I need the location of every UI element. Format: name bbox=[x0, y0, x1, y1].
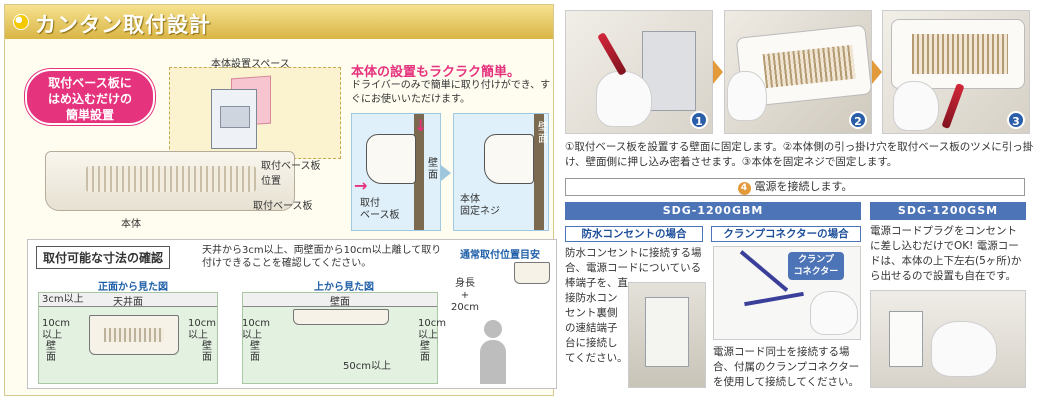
install-space-label: 本体設置スペース bbox=[211, 59, 290, 70]
easy-text: ドライバーのみで簡単に取り付けができ、すぐにお使いいただけます。 bbox=[351, 80, 551, 105]
glove-image bbox=[727, 71, 767, 121]
wall-right-label: 壁面 bbox=[202, 341, 212, 363]
top-view-diagram: 壁面 壁面 壁面 50cm以上 bbox=[242, 292, 438, 384]
front-view-diagram: 天井面 壁面 壁面 bbox=[38, 292, 218, 384]
step-number-badge: 2 bbox=[849, 111, 867, 129]
base-plate-label: 取付ベース板 bbox=[253, 201, 313, 212]
right-arrow-icon: → bbox=[354, 176, 368, 195]
person-icon bbox=[480, 320, 506, 384]
wall-top-label: 壁面 bbox=[243, 293, 437, 308]
screwdriver-image bbox=[597, 32, 627, 76]
section-title: カンタン取付設計 bbox=[35, 13, 211, 37]
wall-image bbox=[534, 114, 544, 230]
step3-photo: 3 bbox=[882, 10, 1030, 134]
dimension-title: 取付可能な寸法の確認 bbox=[36, 246, 171, 269]
install-design-panel: カンタン取付設計 本体設置スペース 取付ベース板に はめ込むだけの 簡単設置 取… bbox=[4, 4, 557, 396]
heater-side-image bbox=[514, 262, 550, 284]
dimension-check-box: 取付可能な寸法の確認 天井から3cm以上、両壁面から10cm以上離して取り付けで… bbox=[27, 239, 557, 389]
glove-image bbox=[893, 81, 939, 131]
heater-top-image bbox=[293, 309, 389, 325]
heater-body-image bbox=[45, 151, 295, 211]
step-diagram-fix: 壁面 本体固定ネジ bbox=[453, 113, 549, 231]
section-title-bar: カンタン取付設計 bbox=[5, 5, 553, 39]
unit-image bbox=[366, 134, 416, 184]
plate-position-label: 取付ベース板位置 bbox=[261, 161, 321, 187]
heater-front-image bbox=[89, 315, 179, 355]
next-step-arrow-icon bbox=[713, 60, 723, 84]
step1-photo: 1 bbox=[565, 10, 713, 134]
step-number-badge: 4 bbox=[737, 182, 751, 195]
dimension-text: 天井から3cm以上、両壁面から10cm以上離して取り付けできることを確認してくだ… bbox=[202, 245, 442, 269]
screwdriver-image bbox=[941, 83, 965, 129]
body-label: 本体 bbox=[121, 219, 141, 230]
clamp-subhead: クランプコネクターの場合 bbox=[711, 226, 861, 242]
outlet-text: 防水コンセントに接続する場 合、電源コードについている 棒端子を、直 接防水コン… bbox=[565, 247, 702, 364]
ceiling-label: 天井面 bbox=[39, 293, 217, 308]
base-plate-step-label: 取付ベース板 bbox=[360, 198, 400, 221]
outlet-photo bbox=[628, 282, 706, 388]
step-number-badge: 1 bbox=[690, 111, 708, 129]
wall-left-label: 壁面 bbox=[46, 341, 56, 363]
step-diagram-mount: ↓ → 壁面 取付ベース板 bbox=[351, 113, 441, 231]
callout-badge: 取付ベース板に はめ込むだけの 簡単設置 bbox=[25, 69, 155, 125]
base-plate-image bbox=[211, 89, 257, 149]
easy-heading: 本体の設置もラクラク簡単。 bbox=[351, 65, 521, 80]
wall-label: 壁面 bbox=[538, 122, 548, 145]
fixing-screw-label: 本体固定ネジ bbox=[460, 194, 500, 217]
wall-image bbox=[414, 114, 424, 230]
step2-photo: 2 bbox=[724, 10, 872, 134]
front-view-title: 正面から見た図 bbox=[98, 282, 168, 293]
wall-label: 壁面 bbox=[428, 158, 438, 181]
glove-image bbox=[810, 291, 858, 335]
step-number-badge: 3 bbox=[1007, 111, 1025, 129]
clamp-text: 電源コード同士を接続する場 合、付属のクランプコネクター を使用して接続してくだ… bbox=[713, 346, 860, 388]
glove-image bbox=[931, 321, 997, 377]
install-illustration: 本体設置スペース 取付ベース板に はめ込むだけの 簡単設置 取付ベース板位置 取… bbox=[25, 49, 355, 230]
front-gap-label: 50cm以上 bbox=[343, 361, 391, 372]
gsm-text: 電源コードプラグをコンセント に差し込むだけでOK! 電源コー ドは、本体の上下… bbox=[870, 225, 1022, 282]
wall-right-label: 壁面 bbox=[420, 341, 430, 363]
down-arrow-icon: ↓ bbox=[414, 116, 428, 135]
bullet-icon bbox=[13, 14, 29, 30]
clamp-connector-label: クランプコネクター bbox=[788, 252, 844, 280]
top-view-title: 上から見た図 bbox=[314, 282, 374, 293]
next-step-arrow-icon bbox=[872, 60, 882, 84]
model-gbm-header: SDG-1200GBM bbox=[565, 202, 861, 220]
ceiling-gap-label: 3cm以上 bbox=[42, 294, 84, 305]
photo-steps-description: ①取付ベース板を設置する壁面に固定します。②本体側の引っ掛け穴を取付ベース板のツ… bbox=[565, 141, 1034, 168]
glove-image bbox=[596, 71, 652, 127]
outlet-subhead: 防水コンセントの場合 bbox=[565, 226, 703, 242]
model-gsm-header: SDG-1200GSM bbox=[870, 202, 1026, 220]
next-step-arrow-icon bbox=[441, 165, 451, 181]
wall-left-label: 壁面 bbox=[250, 341, 260, 363]
unit-image bbox=[484, 134, 534, 184]
plug-photo bbox=[870, 290, 1026, 388]
standard-position-title: 通常取付位置目安 bbox=[460, 250, 540, 261]
height-label: 身長+20cm bbox=[451, 278, 479, 313]
